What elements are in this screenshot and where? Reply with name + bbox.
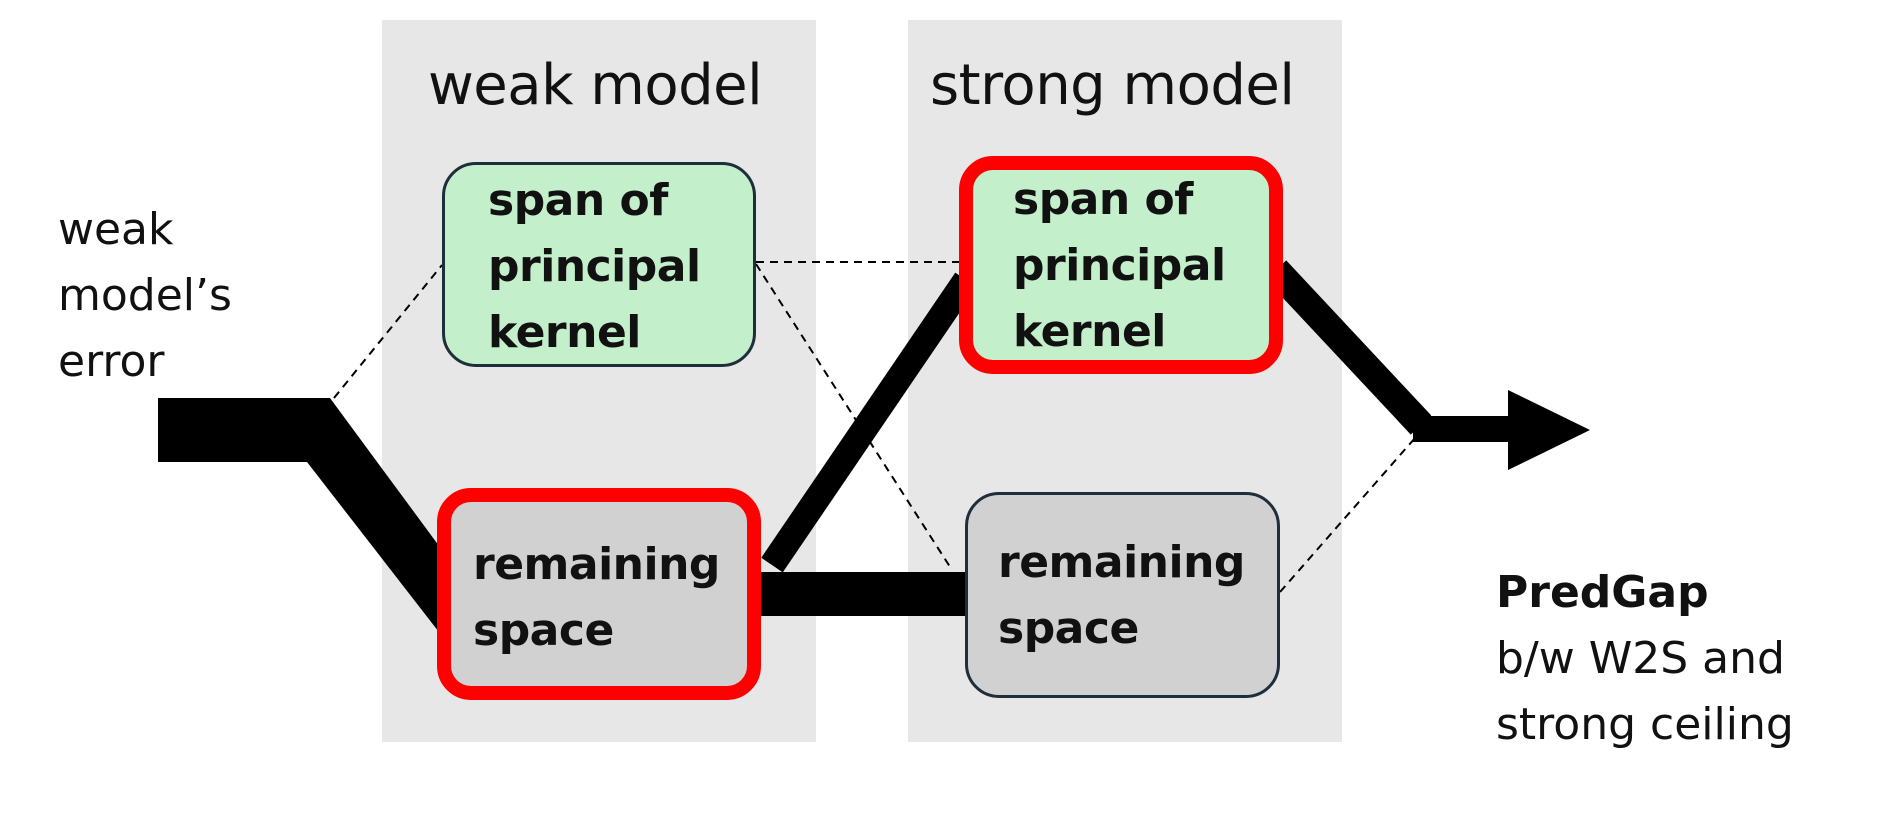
projection-line	[1279, 437, 1416, 593]
weak-remaining-label: remaining space	[473, 539, 720, 656]
strong-model-title: strong model	[930, 53, 1295, 118]
error-flow-path	[761, 272, 977, 573]
input-label: weak model’s error	[58, 204, 232, 387]
weak-remaining-box: remaining space	[437, 488, 761, 700]
strong-kernel-box: span of principal kernel	[959, 156, 1283, 374]
weak-kernel-label: span of principal kernel	[488, 175, 701, 358]
output-label: PredGap b/w W2S and strong ceiling	[1496, 494, 1794, 816]
strong-remaining-label: remaining space	[998, 537, 1245, 654]
error-flow-path	[760, 572, 970, 616]
strong-kernel-label: span of principal kernel	[1013, 174, 1226, 357]
projection-line	[333, 264, 443, 399]
weak-model-title: weak model	[428, 53, 763, 118]
output-description: b/w W2S and strong ceiling	[1496, 633, 1794, 750]
error-flow-path	[1265, 260, 1432, 435]
strong-remaining-box: remaining space	[965, 492, 1280, 698]
projection-line	[755, 263, 953, 571]
arrowhead-icon	[1508, 390, 1590, 470]
error-flow-path	[1413, 416, 1513, 442]
output-title: PredGap	[1496, 567, 1709, 618]
error-flow-path	[158, 398, 442, 636]
weak-kernel-box: span of principal kernel	[442, 162, 756, 367]
